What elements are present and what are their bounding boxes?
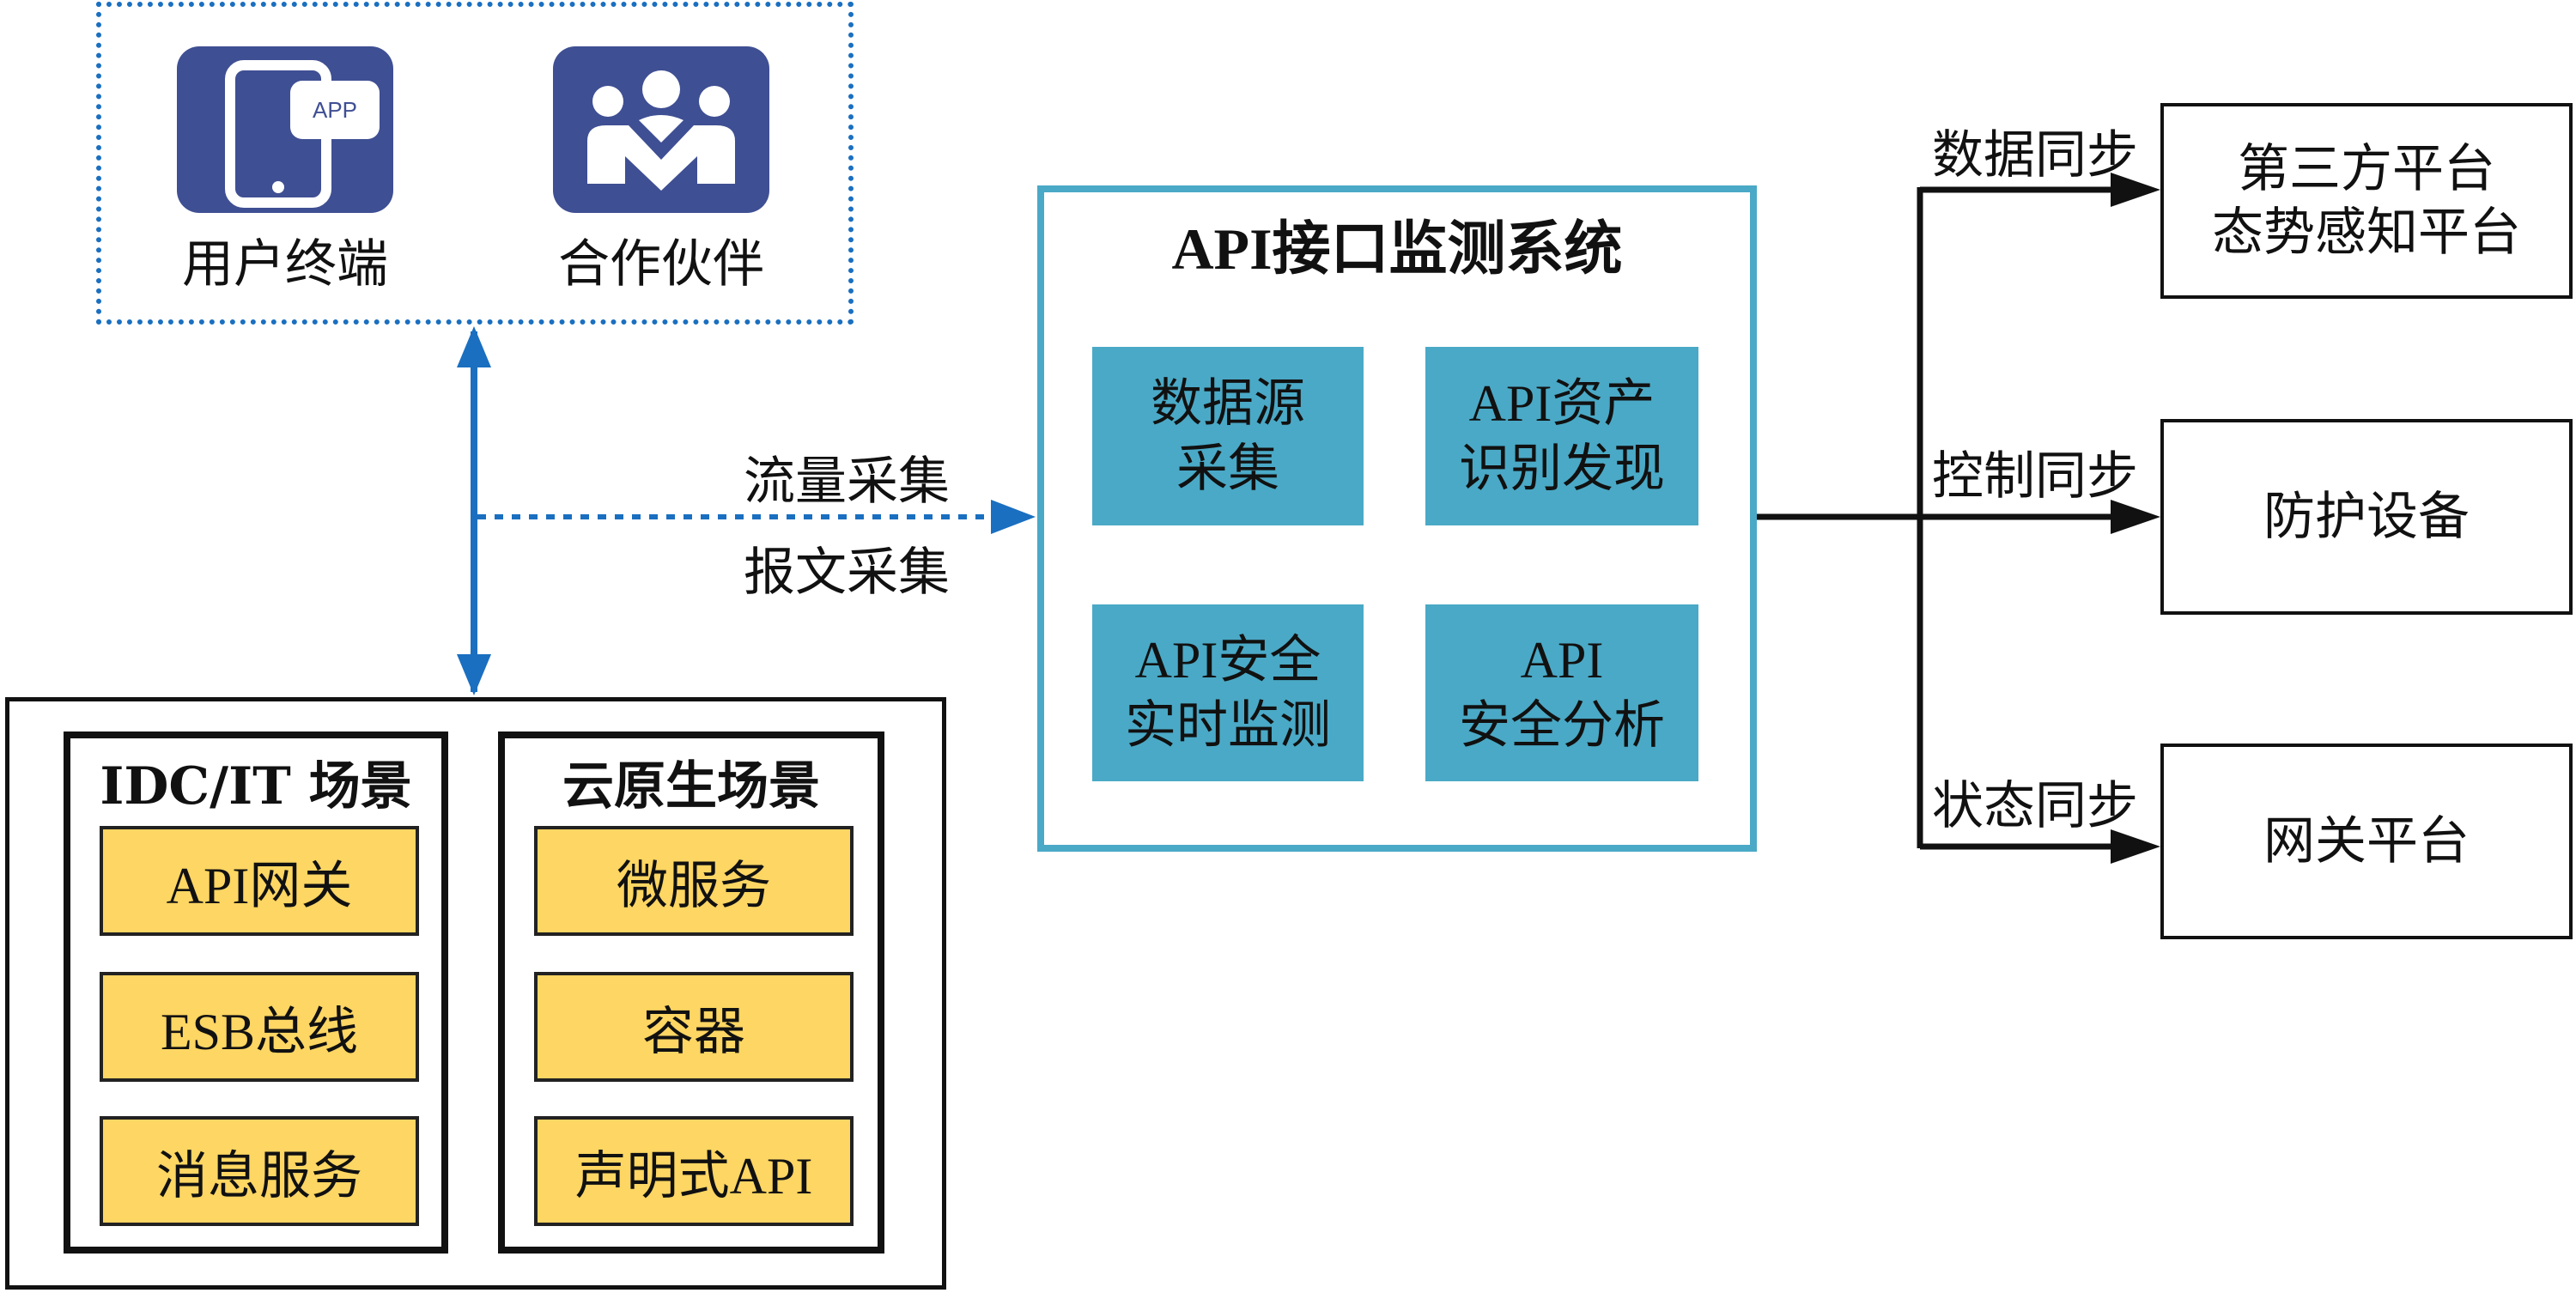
module-realtime-security-monitoring: API安全 实时监测 (1092, 604, 1364, 781)
module-1-line2: 采集 (1176, 440, 1279, 497)
collection-arrowhead (991, 500, 1036, 534)
sync-arrowhead-top (2111, 173, 2160, 207)
clients-group (96, 2, 854, 325)
partner-label: 合作伙伴 (558, 234, 764, 294)
people-group-icon (553, 46, 769, 213)
status-sync-label: 状态同步 (1932, 776, 2138, 836)
system-title: API接口监测系统 (1171, 216, 1623, 282)
api-monitoring-system (1037, 185, 1757, 852)
cloud-item-container: 容器 (534, 972, 854, 1082)
arrowhead-down (457, 654, 491, 695)
third-party-platform-line2: 态势感知平台 (2212, 203, 2521, 263)
user-terminal-label: 用户终端 (182, 234, 388, 294)
sync-arrowhead-middle (2111, 500, 2160, 534)
protection-device-box: 防护设备 (2160, 419, 2573, 615)
module-2-line1: API资产 (1468, 375, 1656, 432)
cloud-item-microservice: 微服务 (534, 826, 854, 936)
idc-item-esb-bus: ESB总线 (100, 972, 419, 1082)
idc-scenario-title: IDC/IT 场景 (100, 756, 412, 816)
scenarios-container (5, 697, 946, 1290)
third-party-platform-box: 第三方平台 态势感知平台 (2160, 103, 2573, 299)
module-3-line2: 实时监测 (1125, 697, 1331, 754)
idc-item-api-gateway: API网关 (100, 826, 419, 936)
traffic-collection-label: 流量采集 (744, 452, 950, 512)
protection-device-label: 防护设备 (2263, 487, 2470, 547)
control-sync-label: 控制同步 (1932, 446, 2138, 507)
module-1-line1: 数据源 (1151, 375, 1305, 432)
phone-app-icon: APP (177, 46, 393, 213)
module-4-line2: 安全分析 (1459, 697, 1665, 754)
data-sync-label: 数据同步 (1932, 125, 2138, 185)
module-2-line2: 识别发现 (1459, 440, 1665, 497)
gateway-platform-box: 网关平台 (2160, 744, 2573, 939)
third-party-platform-line1: 第三方平台 (2238, 139, 2495, 199)
sync-arrowhead-bottom (2111, 829, 2160, 864)
module-security-analysis: API 安全分析 (1425, 604, 1698, 781)
arrowhead-up (457, 326, 491, 367)
message-collection-label: 报文采集 (744, 543, 950, 603)
cloud-item-declarative-api: 声明式API (534, 1116, 854, 1226)
gateway-platform-label: 网关平台 (2263, 811, 2470, 871)
module-4-line1: API (1520, 632, 1604, 689)
module-3-line1: API安全 (1134, 632, 1321, 689)
app-badge-text: APP (312, 96, 358, 123)
module-api-asset-discovery: API资产 识别发现 (1425, 347, 1698, 525)
cloud-scenario-title: 云原生场景 (562, 756, 820, 816)
module-data-source-collection: 数据源 采集 (1092, 347, 1364, 525)
idc-item-message-service: 消息服务 (100, 1116, 419, 1226)
